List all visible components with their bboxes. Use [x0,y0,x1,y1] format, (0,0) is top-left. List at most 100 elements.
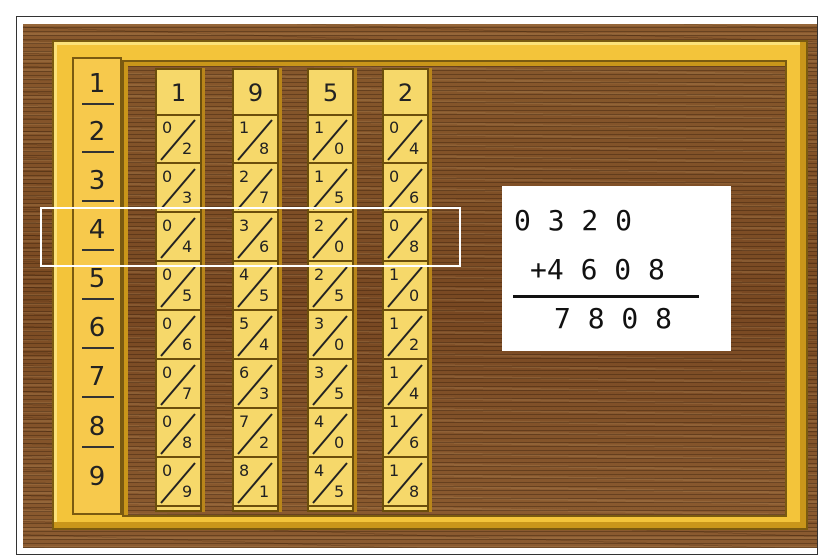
tens-digit: 1 [314,120,324,136]
tens-digit: 3 [314,316,324,332]
units-digit: 7 [259,190,269,206]
units-digit: 4 [259,337,269,353]
tens-digit: 0 [162,120,172,136]
tens-digit: 1 [389,365,399,381]
rod-head-digit: 2 [384,70,427,116]
index-divider [82,151,114,153]
units-digit: 2 [259,435,269,451]
units-digit: 3 [259,386,269,402]
tens-digit: 4 [314,463,324,479]
row-highlight-frame [40,207,461,267]
rod-cell: 06 [384,165,427,213]
units-digit: 9 [182,484,192,500]
tens-digit: 2 [314,267,324,283]
tens-digit: 1 [389,414,399,430]
tens-digit: 4 [314,414,324,430]
index-divider [82,396,114,398]
units-digit: 6 [409,190,419,206]
index-divider [82,298,114,300]
index-divider [82,103,114,105]
tens-digit: 0 [162,316,172,332]
index-number: 5 [74,264,120,294]
tens-digit: 0 [389,120,399,136]
rod-cell: 04 [384,116,427,164]
tens-digit: 1 [239,120,249,136]
units-digit: 2 [182,141,192,157]
units-digit: 5 [334,190,344,206]
tens-digit: 1 [389,267,399,283]
units-digit: 2 [409,337,419,353]
index-number: 2 [74,117,120,147]
tens-digit: 5 [239,316,249,332]
sum-line-2: +4 6 0 8 [530,253,665,287]
rod-head-digit: 1 [157,70,200,116]
index-divider [82,446,114,448]
rod-cell: 72 [234,410,277,458]
units-digit: 4 [409,386,419,402]
sum-panel: 0 3 2 0 +4 6 0 8 7 8 0 8 [502,186,731,351]
rod-head-digit: 9 [234,70,277,116]
units-digit: 5 [182,288,192,304]
tens-digit: 1 [314,169,324,185]
tens-digit: 0 [162,463,172,479]
index-number: 7 [74,362,120,392]
units-digit: 5 [334,484,344,500]
tens-digit: 0 [162,267,172,283]
units-digit: 8 [259,141,269,157]
units-digit: 4 [409,141,419,157]
index-divider [82,347,114,349]
sum-result: 7 8 0 8 [554,302,672,336]
rod: 51015202530354045 [307,68,354,512]
rod-cell: 27 [234,165,277,213]
rod-cell: 45 [234,263,277,311]
rod-cell: 40 [309,410,352,458]
units-digit: 7 [182,386,192,402]
rod-cell: 10 [384,263,427,311]
tens-digit: 0 [162,365,172,381]
index-number: 1 [74,69,120,99]
index-divider [82,200,114,202]
index-number: 3 [74,166,120,196]
index-number: 9 [74,462,120,492]
rod-cell: 08 [157,410,200,458]
units-digit: 0 [409,288,419,304]
tens-digit: 1 [389,316,399,332]
units-digit: 0 [334,337,344,353]
tens-digit: 6 [239,365,249,381]
tens-digit: 0 [162,414,172,430]
tens-digit: 8 [239,463,249,479]
units-digit: 3 [182,190,192,206]
tens-digit: 2 [239,169,249,185]
index-column: 123456789 [72,57,122,515]
index-number: 6 [74,313,120,343]
units-digit: 6 [409,435,419,451]
units-digit: 0 [334,141,344,157]
units-digit: 8 [409,484,419,500]
rod-cell: 12 [384,312,427,360]
units-digit: 5 [259,288,269,304]
index-number: 8 [74,412,120,442]
sum-rule [513,295,699,298]
units-digit: 5 [334,288,344,304]
tens-digit: 0 [389,169,399,185]
tens-digit: 7 [239,414,249,430]
